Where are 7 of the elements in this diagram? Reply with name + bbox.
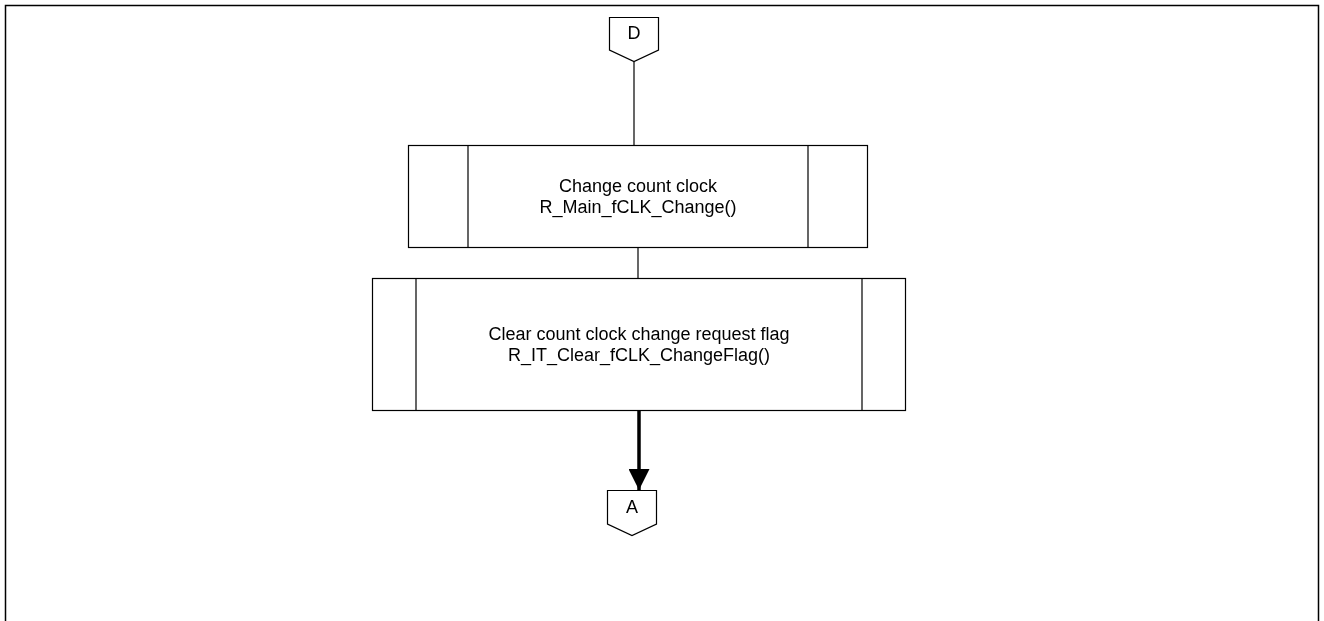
process-text: Change count clock R_Main_fCLK_Change() xyxy=(538,175,738,218)
connector-label: A xyxy=(626,496,638,518)
process-text: Clear count clock change request flag R_IT_Clear_fCLK_ChangeFlag() xyxy=(487,323,791,366)
connector-line xyxy=(637,247,639,279)
connector-label: D xyxy=(627,23,641,44)
connector-line xyxy=(633,61,635,146)
arrow xyxy=(628,411,650,490)
